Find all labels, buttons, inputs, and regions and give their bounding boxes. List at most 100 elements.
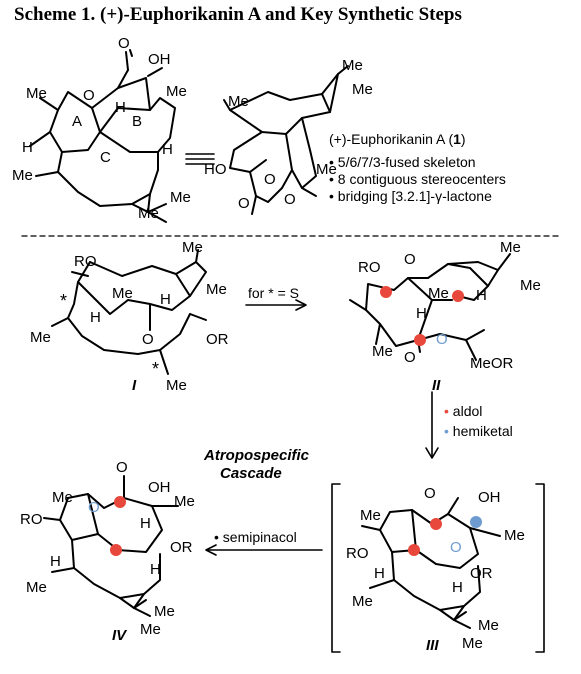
- atom-label-me: Me: [30, 329, 51, 346]
- red-marker-atom: [408, 544, 420, 556]
- atom-label-me: Me: [154, 603, 175, 620]
- intermediate-label-IV: IV: [112, 627, 127, 644]
- atom-label-or: OR: [470, 565, 493, 582]
- atom-label-me: Me: [316, 161, 337, 178]
- ring-label-a: A: [72, 113, 83, 130]
- atom-label-me: Me: [478, 617, 499, 634]
- atom-label-me: Me: [166, 83, 187, 100]
- atom-label-o: O: [238, 195, 250, 212]
- atom-label-h: H: [140, 515, 151, 532]
- atom-label-h: H: [160, 291, 171, 308]
- stereo-star: *: [60, 291, 68, 311]
- atom-label-o: O: [404, 251, 416, 268]
- atom-label-oh: OH: [148, 51, 171, 68]
- euphorikanin-structure-3d: [223, 65, 349, 215]
- atom-label-me: Me: [500, 239, 521, 256]
- ring-label-b: B: [132, 113, 143, 130]
- ring-label-c: C: [100, 149, 111, 166]
- compound-name: (+)-Euphorikanin A (1): [329, 131, 466, 147]
- step-label-hemiketal: • hemiketal: [444, 423, 513, 439]
- atom-label-h: H: [476, 287, 487, 304]
- atom-label-ro: RO: [346, 545, 369, 562]
- atom-label-me: Me: [428, 285, 449, 302]
- atom-label-o: O: [284, 191, 296, 208]
- atom-label-me: Me: [140, 621, 161, 638]
- atom-label-me: Me: [26, 85, 47, 102]
- atom-label-o: O: [83, 87, 95, 104]
- stereo-star: *: [152, 359, 160, 379]
- atom-label-me: Me: [462, 635, 483, 652]
- intermediate-IV-structure: [43, 475, 179, 617]
- atom-label-o-blue: O: [450, 539, 462, 556]
- atom-label-ho: HO: [204, 161, 227, 178]
- atom-label-oh: OH: [148, 479, 171, 496]
- atom-label-o: O: [424, 485, 436, 502]
- atom-label-h: H: [115, 99, 126, 116]
- atom-label-me: Me: [504, 527, 525, 544]
- atom-label-or: OR: [206, 331, 229, 348]
- atom-label-me: Me: [12, 167, 33, 184]
- feature-list: • 5/6/7/3-fused skeleton • 8 contiguous …: [329, 154, 506, 205]
- step-label-aldol: • aldol: [444, 403, 483, 419]
- atom-label-o: O: [118, 35, 130, 52]
- marker-atoms: [110, 286, 482, 556]
- intermediate-label-III: III: [426, 637, 439, 654]
- atom-label-me: Me: [372, 343, 393, 360]
- atom-label-h: H: [90, 309, 101, 326]
- atom-label-o-blue: O: [88, 499, 100, 516]
- atom-label-me: Me: [182, 239, 203, 256]
- atom-label-me: Me: [174, 493, 195, 510]
- atom-label-me-or: MeOR: [470, 355, 514, 372]
- atom-label-me: Me: [166, 377, 187, 394]
- intermediate-label-II: II: [432, 377, 441, 394]
- atom-label-h: H: [22, 139, 33, 156]
- red-marker-atom: [414, 334, 426, 346]
- atom-label-me: Me: [352, 81, 373, 98]
- red-marker-atom: [114, 496, 126, 508]
- red-marker-atom: [110, 544, 122, 556]
- atom-label-h: H: [150, 561, 161, 578]
- red-marker-atom: [452, 290, 464, 302]
- atom-label-me: Me: [342, 57, 363, 74]
- atom-label-h: H: [162, 141, 173, 158]
- atom-label-oh: OH: [478, 489, 501, 506]
- atom-label-me: Me: [52, 489, 73, 506]
- atom-label-o: O: [264, 171, 276, 188]
- atom-label-me: Me: [112, 285, 133, 302]
- cascade-label-line1: Atropospecific: [204, 447, 310, 464]
- atom-label-h: H: [374, 565, 385, 582]
- atom-label-me: Me: [138, 205, 159, 222]
- atom-label-ro: RO: [358, 259, 381, 276]
- atom-label-o: O: [142, 331, 154, 348]
- feature-item: • 5/6/7/3-fused skeleton: [329, 154, 476, 170]
- red-marker-atom: [380, 286, 392, 298]
- atom-label-h: H: [50, 553, 61, 570]
- atom-label-me: Me: [360, 507, 381, 524]
- step-label-for-s: for * = S: [248, 285, 299, 301]
- atom-label-h: H: [452, 579, 463, 596]
- step-label-semipinacol: • semipinacol: [214, 529, 297, 545]
- feature-item: • bridging [3.2.1]-γ-lactone: [329, 188, 492, 204]
- atom-label-me: Me: [170, 189, 191, 206]
- atom-label-me: Me: [520, 277, 541, 294]
- atom-label-h: H: [416, 305, 427, 322]
- atom-label-me: Me: [26, 579, 47, 596]
- atom-label-me: Me: [228, 93, 249, 110]
- atom-label-o: O: [116, 459, 128, 476]
- feature-item: • 8 contiguous stereocenters: [329, 171, 506, 187]
- atom-label-o-blue: O: [436, 331, 448, 348]
- intermediate-I-structure: [51, 249, 207, 375]
- euphorikanin-structure-left: [29, 49, 176, 223]
- scheme-title: Scheme 1. (+)-Euphorikanin A and Key Syn…: [14, 4, 462, 25]
- red-marker-atom: [430, 518, 442, 530]
- atom-label-ro: RO: [20, 511, 43, 528]
- atom-label-me: Me: [206, 281, 227, 298]
- atom-label-o: O: [404, 349, 416, 366]
- atom-label-or: OR: [170, 539, 193, 556]
- cascade-label-line2: Cascade: [220, 465, 282, 482]
- atom-label-ro: RO: [74, 253, 97, 270]
- blue-marker-atom: [470, 516, 482, 528]
- atom-label-me: Me: [352, 593, 373, 610]
- intermediate-label-I: I: [132, 377, 137, 394]
